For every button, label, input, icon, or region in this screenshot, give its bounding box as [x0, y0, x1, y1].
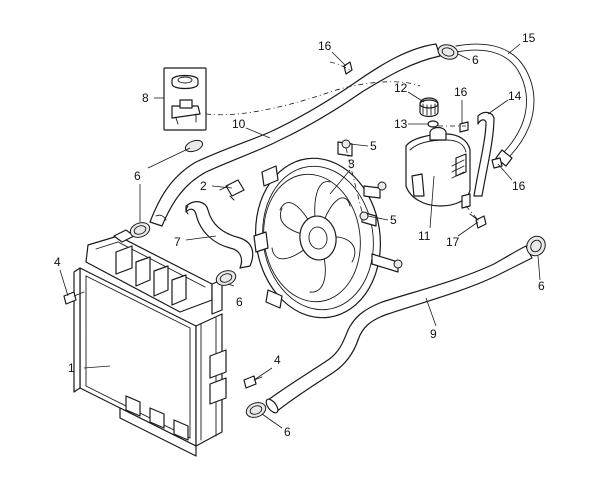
callout-4-left: 4	[54, 255, 61, 269]
callout-6-upper-left: 6	[134, 169, 141, 183]
callout-6-mid: 6	[236, 295, 243, 309]
clip-16-mid	[459, 121, 469, 133]
callout-5-bottom: 5	[390, 213, 397, 227]
expansion-tank-hose	[473, 111, 495, 197]
hose-clamp-bottom	[245, 402, 267, 418]
hose-clamp-hose10	[184, 139, 204, 153]
bolt-4-bottom	[243, 375, 263, 389]
upper-radiator-hose	[149, 43, 441, 227]
callout-9: 9	[430, 327, 437, 341]
callout-14: 14	[508, 89, 522, 103]
callout-17: 17	[446, 235, 460, 249]
callout-6-bottom: 6	[284, 425, 291, 439]
overflow-hose	[455, 43, 535, 167]
callout-5-top: 5	[370, 139, 377, 153]
callout-8: 8	[142, 91, 149, 105]
cap-seal	[427, 120, 439, 128]
expansion-tank-cap	[419, 97, 439, 118]
callout-16-top: 16	[318, 39, 332, 53]
lower-radiator-hose	[265, 245, 533, 414]
centerline-clip16	[329, 61, 351, 71]
clip-16-top	[343, 61, 353, 75]
radiator-cap-assembly	[163, 67, 207, 131]
callout-4-bottom: 4	[274, 353, 281, 367]
callout-10: 10	[232, 117, 246, 131]
callout-6-right: 6	[538, 279, 545, 293]
callout-12: 12	[394, 81, 408, 95]
callout-13: 13	[394, 117, 408, 131]
callout-6-top: 6	[472, 53, 479, 67]
callout-16-mid: 16	[454, 85, 468, 99]
bolt-4-left	[63, 291, 85, 305]
callout-15: 15	[522, 31, 536, 45]
centerline-tank-screw	[465, 205, 479, 221]
callout-11: 11	[418, 229, 431, 243]
callout-1: 1	[68, 361, 75, 375]
nut-5-mid	[377, 181, 387, 191]
temperature-sensor	[219, 179, 245, 201]
nut-5-left	[359, 211, 369, 221]
hose-clamp-right	[526, 235, 546, 257]
centerline-fan-nuts	[345, 147, 363, 213]
hose-clamp-mid	[215, 270, 237, 286]
callout-3: 3	[348, 157, 355, 171]
expansion-tank	[405, 126, 471, 209]
callout-16-right: 16	[512, 179, 526, 193]
hose-clamp-upper-left	[129, 222, 151, 238]
bypass-hose	[185, 201, 254, 269]
radiator	[73, 229, 227, 457]
callout-7: 7	[174, 235, 181, 249]
nut-5-bottom	[393, 259, 403, 269]
nut-5-top	[341, 139, 351, 149]
callout-2: 2	[200, 179, 207, 193]
centerline-cap-to-hose	[205, 81, 421, 116]
cooling-fan	[253, 141, 399, 319]
hose-clamp-top	[437, 44, 459, 60]
